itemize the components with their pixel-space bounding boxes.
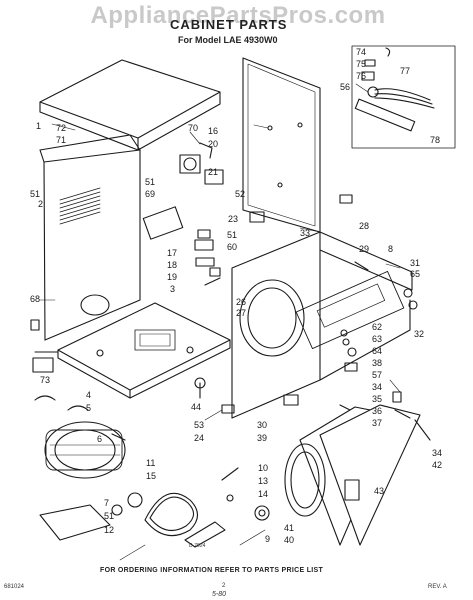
callout-8: 8 <box>388 244 393 254</box>
cabinet-side-panel <box>30 134 141 341</box>
model-subtitle: For Model LAE 4930W0 <box>178 35 278 45</box>
callout-13: 13 <box>258 476 268 486</box>
callout-34: 34 <box>372 382 382 392</box>
callout-24: 24 <box>194 433 204 443</box>
callout-14: 14 <box>258 489 268 499</box>
callout-32: 32 <box>414 329 424 339</box>
leader-lines <box>39 83 401 561</box>
callout-57: 57 <box>372 370 382 380</box>
callout-71: 71 <box>56 135 66 145</box>
callout-53: 53 <box>194 420 204 430</box>
motor-assembly <box>34 395 143 541</box>
callout-43: 43 <box>374 486 384 496</box>
callout-78: 78 <box>430 135 440 145</box>
misc-hardware <box>194 194 431 441</box>
back-panel <box>242 57 321 233</box>
callout-27: 27 <box>236 308 246 318</box>
front-panel <box>231 231 418 419</box>
callout-76: 76 <box>356 71 366 81</box>
callout-labels: 1 72 71 2 51 68 73 4 5 6 7 51 12 11 15 9… <box>30 47 442 545</box>
page-number: 2 <box>222 583 226 589</box>
callout-33: 33 <box>300 228 310 238</box>
top-panel <box>39 59 221 151</box>
callout-60: 60 <box>227 242 237 252</box>
callout-30: 30 <box>257 420 267 430</box>
site-watermark: AppliancePartsPros.com <box>90 2 386 29</box>
callout-1: 1 <box>36 121 41 131</box>
callout-40: 40 <box>284 535 294 545</box>
callout-7: 7 <box>104 498 109 508</box>
callout-74: 74 <box>356 47 366 57</box>
callout-28: 28 <box>359 221 369 231</box>
callout-62: 62 <box>372 322 382 332</box>
callout-51: 51 <box>30 189 40 199</box>
callout-64: 64 <box>372 346 382 356</box>
callout-42: 42 <box>432 460 442 470</box>
callout-2: 2 <box>38 199 43 209</box>
callout-23: 23 <box>228 214 238 224</box>
callout-4: 4 <box>86 390 91 400</box>
callout-9: 9 <box>265 534 270 544</box>
callout-17: 17 <box>167 248 177 258</box>
callout-15: 15 <box>146 471 156 481</box>
figure-id: D-7024 <box>189 543 206 549</box>
callout-21: 21 <box>208 167 218 177</box>
callout-10: 10 <box>258 463 268 473</box>
drive-belt <box>144 492 199 537</box>
callout-18: 18 <box>167 260 177 270</box>
callout-75: 75 <box>356 59 366 69</box>
callout-20: 20 <box>208 139 218 149</box>
callout-37: 37 <box>372 418 382 428</box>
document-code: 681024 <box>4 584 25 590</box>
revision-label: REV. A <box>428 584 447 590</box>
callout-31: 31 <box>410 258 420 268</box>
callout-52: 52 <box>235 189 245 199</box>
callout-77: 77 <box>400 66 410 76</box>
callout-6: 6 <box>97 434 102 444</box>
callout-70: 70 <box>188 123 198 133</box>
callout-3: 3 <box>170 284 175 294</box>
callout-16: 16 <box>208 126 218 136</box>
callout-36: 36 <box>372 406 382 416</box>
cord-inset <box>351 45 456 149</box>
callout-12: 12 <box>104 525 114 535</box>
callout-51b: 51 <box>104 511 114 521</box>
callout-72: 72 <box>56 123 66 133</box>
callout-11: 11 <box>146 458 155 468</box>
callout-35: 35 <box>372 394 382 404</box>
callout-63: 63 <box>372 334 382 344</box>
callout-41: 41 <box>284 523 294 533</box>
callout-39: 39 <box>257 433 267 443</box>
callout-56: 56 <box>340 82 350 92</box>
callout-38: 38 <box>372 358 382 368</box>
idler-assembly <box>184 467 270 548</box>
callout-34b: 34 <box>432 448 442 458</box>
cabinet-base <box>32 302 231 399</box>
callout-5: 5 <box>86 403 91 413</box>
ordering-note: FOR ORDERING INFORMATION REFER TO PARTS … <box>100 567 324 574</box>
dryer-door <box>284 404 421 546</box>
callout-65: 65 <box>410 269 420 279</box>
callout-19: 19 <box>167 272 177 282</box>
callout-29: 29 <box>359 244 369 254</box>
diagram-title: CABINET PARTS <box>170 17 288 32</box>
control-parts <box>142 142 265 286</box>
callout-51c: 51 <box>145 177 155 187</box>
callout-68: 68 <box>30 294 40 304</box>
callout-69: 69 <box>145 189 155 199</box>
handwritten-mark: 5-80 <box>212 591 227 598</box>
callout-73: 73 <box>40 375 50 385</box>
callout-26: 26 <box>236 297 246 307</box>
callout-51d: 51 <box>227 230 237 240</box>
callout-44: 44 <box>191 402 201 412</box>
